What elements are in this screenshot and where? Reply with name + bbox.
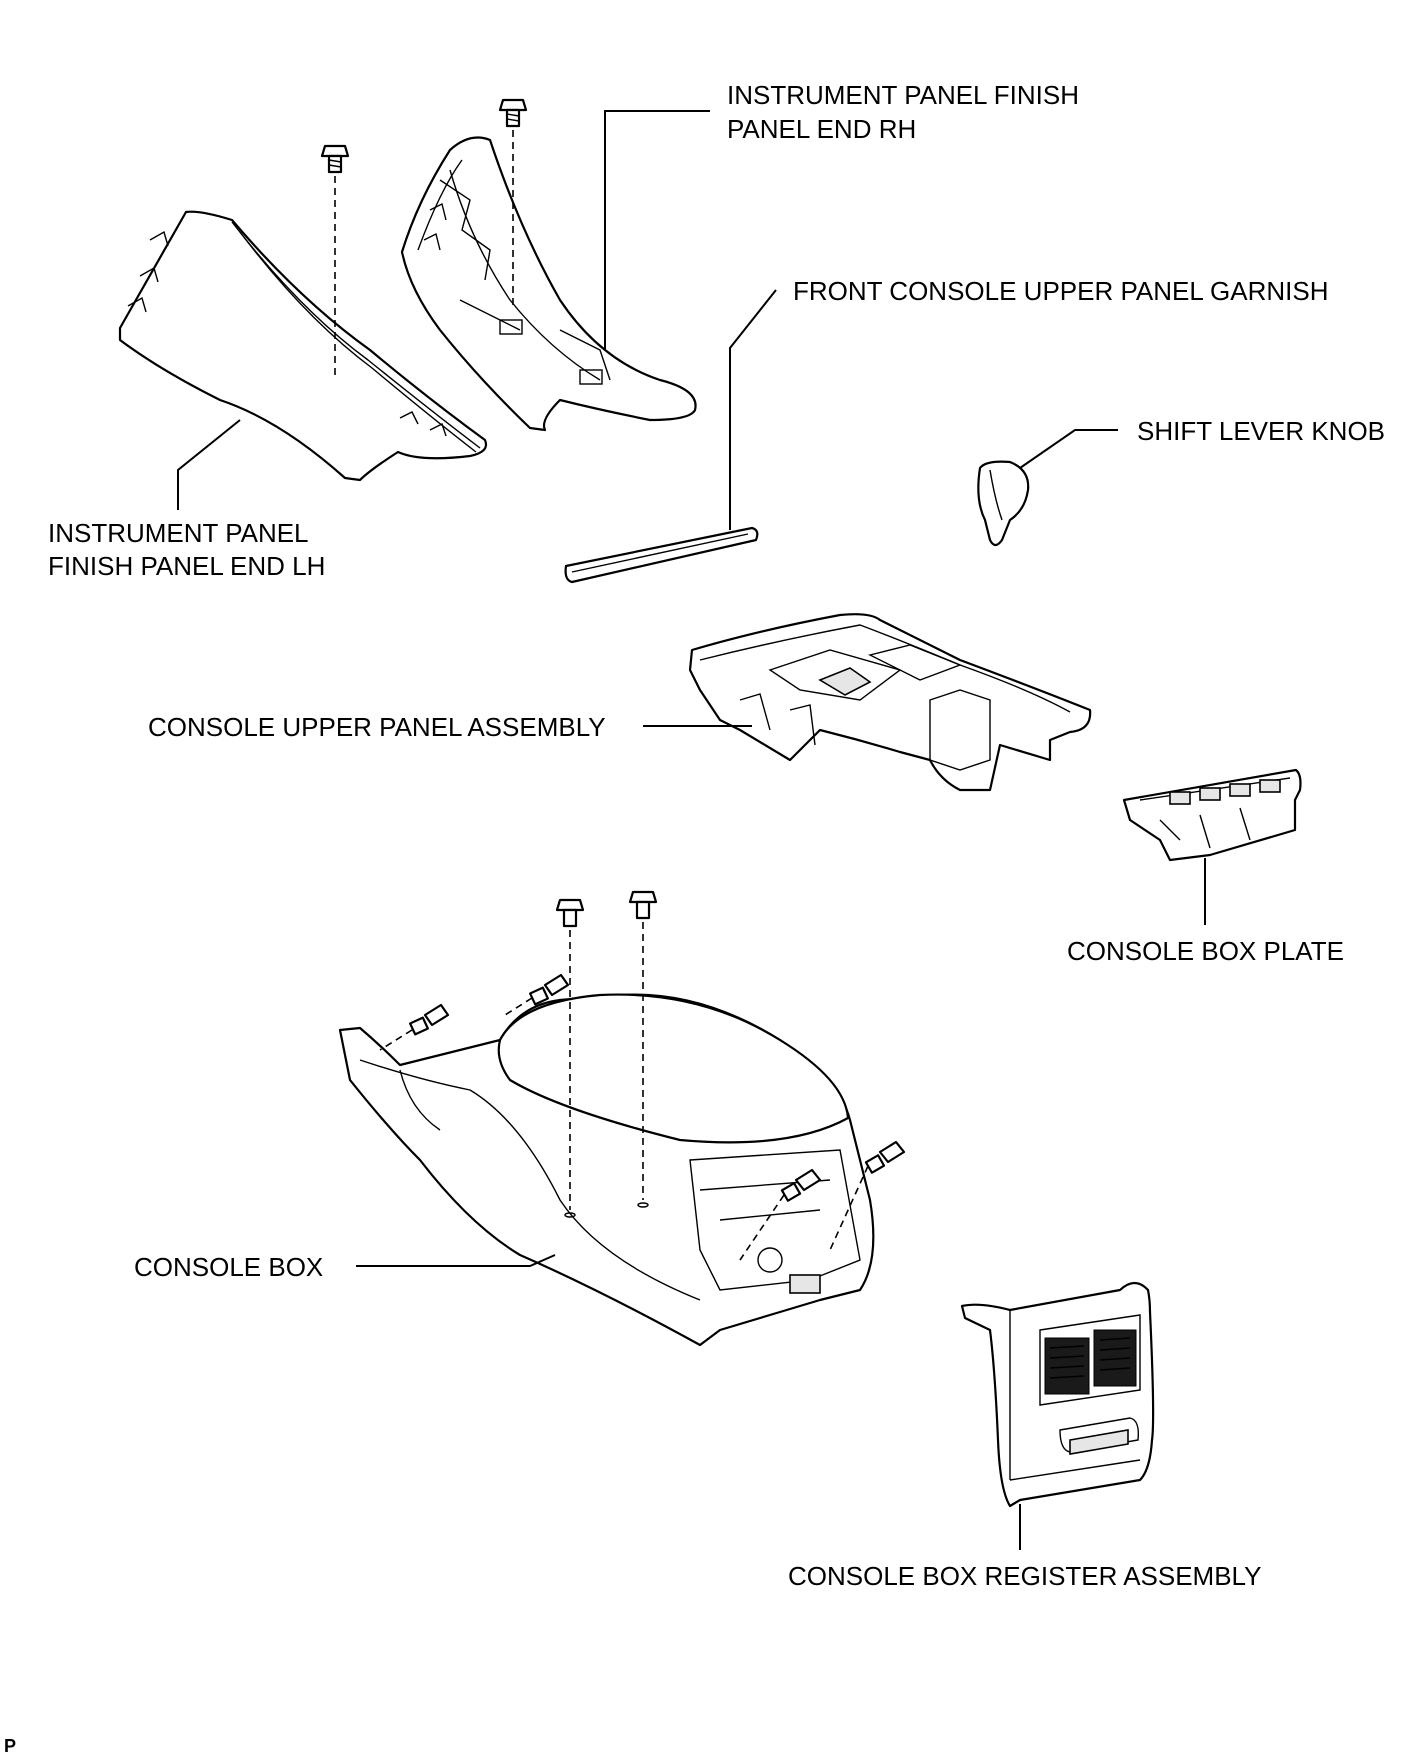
leader-ip-finish-rh bbox=[604, 110, 710, 350]
corner-mark: P bbox=[4, 1736, 16, 1756]
label-ip-finish-rh-line1: INSTRUMENT PANEL FINISH bbox=[727, 80, 1079, 110]
label-front-console-garnish: FRONT CONSOLE UPPER PANEL GARNISH bbox=[793, 276, 1329, 306]
leader-front-console-garnish bbox=[729, 289, 777, 530]
label-console-upper-panel: CONSOLE UPPER PANEL ASSEMBLY bbox=[148, 712, 606, 742]
label-console-box: CONSOLE BOX bbox=[134, 1252, 323, 1282]
label-ip-finish-lh-line1: INSTRUMENT PANEL bbox=[48, 518, 309, 548]
bolt-console-5 bbox=[780, 1168, 822, 1202]
leader-shift-lever-knob bbox=[1019, 429, 1118, 469]
console-box-register-part bbox=[960, 1281, 1155, 1508]
label-console-box-plate: CONSOLE BOX PLATE bbox=[1067, 936, 1344, 966]
bolt-console-2 bbox=[628, 890, 658, 920]
bolt-console-3 bbox=[409, 1003, 450, 1036]
front-console-garnish-part bbox=[564, 526, 759, 584]
label-ip-finish-lh-line2: FINISH PANEL END LH bbox=[48, 551, 325, 581]
bolt-rh-panel bbox=[498, 98, 528, 128]
bolt-lh-panel bbox=[320, 144, 350, 174]
label-ip-finish-rh-line2: PANEL END RH bbox=[727, 114, 916, 144]
bolt-console-6 bbox=[864, 1140, 906, 1174]
leader-console-box bbox=[356, 1254, 556, 1267]
label-shift-lever-knob: SHIFT LEVER KNOB bbox=[1137, 416, 1385, 446]
label-console-box-register: CONSOLE BOX REGISTER ASSEMBLY bbox=[788, 1561, 1261, 1591]
leader-ip-finish-lh bbox=[177, 419, 241, 510]
console-box-part bbox=[338, 993, 875, 1347]
bolt-console-1 bbox=[555, 898, 585, 928]
console-upper-panel-part bbox=[688, 613, 1092, 792]
console-box-plate-part bbox=[1122, 768, 1302, 862]
ip-finish-panel-end-lh-part bbox=[118, 210, 488, 482]
bolt-console-4 bbox=[529, 973, 570, 1006]
ip-finish-panel-end-rh-part bbox=[400, 136, 697, 432]
shift-lever-knob-part bbox=[977, 460, 1030, 547]
